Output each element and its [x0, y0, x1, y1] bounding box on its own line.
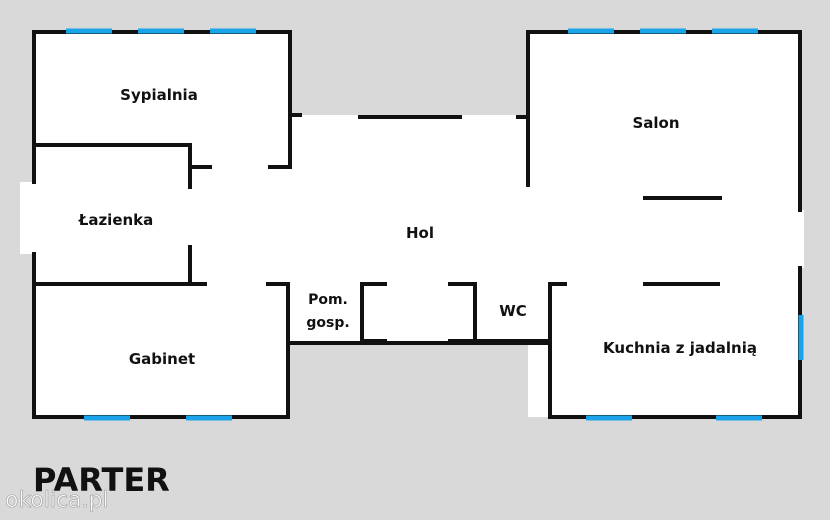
- room-label-lazienka: Łazienka: [78, 211, 154, 229]
- room-label-pom-line2: gosp.: [306, 315, 349, 331]
- room-label-kuchnia: Kuchnia z jadalnią: [603, 339, 757, 357]
- windows: [66, 28, 804, 421]
- room-label-wc: WC: [499, 302, 527, 320]
- floor-area: [20, 32, 804, 417]
- room-label-salon: Salon: [632, 114, 679, 132]
- watermark: okolica.pl: [5, 488, 109, 513]
- room-label-hol: Hol: [406, 224, 434, 242]
- room-label-gabinet: Gabinet: [129, 350, 195, 368]
- room-label-sypialnia: Sypialnia: [120, 86, 198, 104]
- room-label-pom-line1: Pom.: [308, 292, 348, 308]
- floor-title: PARTER: [33, 461, 170, 499]
